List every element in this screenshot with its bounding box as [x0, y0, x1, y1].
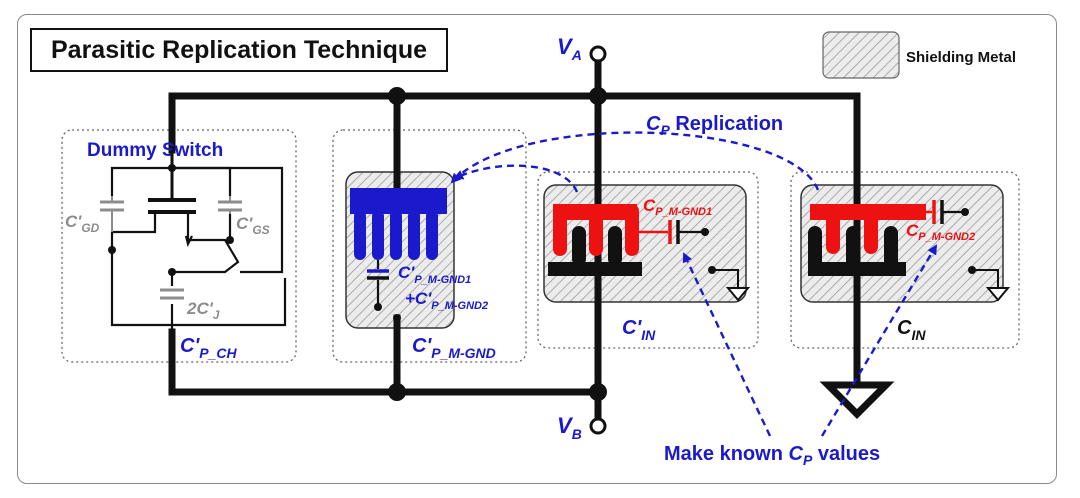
cin-structure: [808, 204, 926, 276]
known-arrow-left: [682, 252, 772, 437]
group-cin-prime: [537, 171, 759, 349]
label-c-gd: C'GD: [65, 212, 100, 235]
label-cin: CIN: [897, 317, 926, 343]
label-pm-gnd1: C'P_M-GND1: [398, 263, 471, 286]
junction-dot: [589, 87, 607, 105]
group-cin: [790, 171, 1020, 349]
legend-swatch: [822, 31, 900, 79]
terminal-va: [589, 45, 607, 63]
junction-dot: [388, 383, 406, 401]
group-cp-mgnd: [332, 129, 527, 363]
label-cin-prime: C'IN: [622, 317, 656, 343]
label-red-gnd1: CP_M-GND1: [643, 196, 712, 218]
group-dummy-switch: [61, 129, 297, 363]
label-vb: VB: [557, 413, 582, 442]
label-dummy-switch: Dummy Switch: [87, 140, 223, 161]
label-cp-mgnd: C'P_M-GND: [412, 335, 496, 361]
label-2cj: 2C'J: [186, 299, 220, 322]
replication-arrow-long: [450, 131, 820, 191]
figure-frame: [17, 14, 1057, 484]
label-make-known: Make known CP values: [664, 443, 880, 468]
junction-dot: [388, 87, 406, 105]
title-box: Parasitic Replication Technique: [30, 28, 448, 72]
label-pm-gnd2: +C'P_M-GND2: [405, 289, 488, 312]
figure-title: Parasitic Replication Technique: [50, 35, 428, 64]
known-arrow-right: [820, 244, 938, 437]
label-red-gnd2: CP_M-GND2: [906, 221, 975, 243]
label-cp-replication: CP Replication: [646, 113, 783, 138]
legend-label: Shielding Metal: [906, 49, 1016, 66]
label-cp-ch: C'P_CH: [180, 335, 237, 361]
ground-symbol-main: [819, 381, 895, 419]
cin-prime-structure: [548, 204, 642, 276]
junction-dot: [589, 383, 607, 401]
label-va: VA: [557, 34, 582, 63]
label-c-gs: C'GS: [236, 214, 270, 237]
blue-comb-electrode: [350, 188, 447, 260]
terminal-vb: [589, 417, 607, 435]
